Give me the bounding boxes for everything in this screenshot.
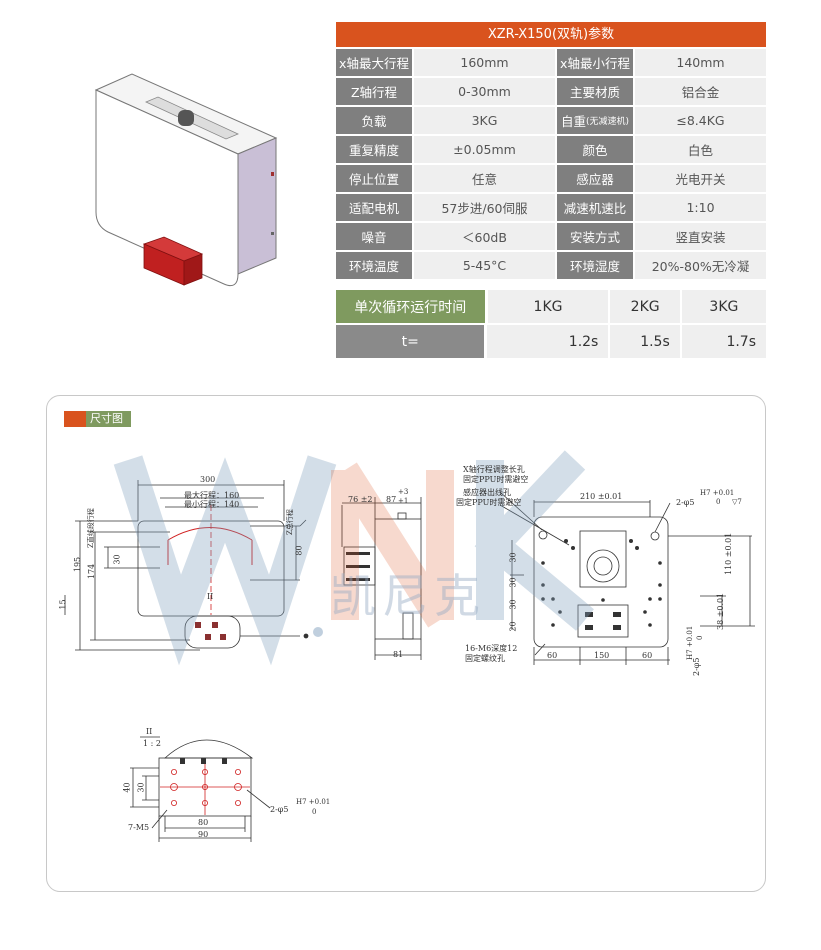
cycle-header-label: 单次循环运行时间 <box>336 290 485 323</box>
cycle-time: 1.2s <box>487 325 609 358</box>
watermark-letter-n <box>331 462 454 628</box>
param-key: 适配电机 <box>336 194 412 221</box>
param-value: ＜60dB <box>414 223 555 250</box>
product-image <box>94 73 278 287</box>
watermark-letter-w <box>113 455 337 666</box>
param-value: 5-45°C <box>414 252 555 279</box>
table-row: Z轴行程 0-30mm 主要材质 铝合金 <box>336 78 766 105</box>
param-value: 1:10 <box>635 194 766 221</box>
table-row: 适配电机 57步进/60伺服 减速机速比 1:10 <box>336 194 766 221</box>
param-key: 停止位置 <box>336 165 412 192</box>
param-value: 光电开关 <box>635 165 766 192</box>
parameter-table: XZR-X150(双轨)参数 x轴最大行程 160mm x轴最小行程 140mm… <box>336 22 766 281</box>
param-value: 3KG <box>414 107 555 134</box>
param-value: 20%-80%无冷凝 <box>635 252 766 279</box>
param-key: 安装方式 <box>557 223 633 250</box>
param-key: 重复精度 <box>336 136 412 163</box>
param-key: 噪音 <box>336 223 412 250</box>
param-value: ±0.05mm <box>414 136 555 163</box>
param-key: 减速机速比 <box>557 194 633 221</box>
table-row: 环境温度 5-45°C 环境湿度 20%-80%无冷凝 <box>336 252 766 279</box>
table-row: 噪音 ＜60dB 安装方式 竖直安装 <box>336 223 766 250</box>
param-key: 自重(无减速机) <box>557 107 633 134</box>
watermark-brand: 凯尼克 <box>330 569 486 623</box>
back-view-body <box>533 516 669 648</box>
param-key: 感应器 <box>557 165 633 192</box>
param-value: 160mm <box>414 49 555 76</box>
param-value: 任意 <box>414 165 555 192</box>
param-key-text: 自重 <box>560 114 586 129</box>
param-key: 环境湿度 <box>557 252 633 279</box>
param-value: 铝合金 <box>635 78 766 105</box>
param-key-note: (无减速机) <box>585 117 630 127</box>
section-tag: 尺寸图 <box>64 411 131 427</box>
param-key: x轴最小行程 <box>557 49 633 76</box>
table-row: 停止位置 任意 感应器 光电开关 <box>336 165 766 192</box>
tag-accent <box>64 411 86 427</box>
param-value: 竖直安装 <box>635 223 766 250</box>
param-key: 环境温度 <box>336 252 412 279</box>
watermark-letter-k <box>474 450 594 631</box>
table-row: x轴最大行程 160mm x轴最小行程 140mm <box>336 49 766 76</box>
parameter-table-title: XZR-X150(双轨)参数 <box>336 22 766 47</box>
table-row: 单次循环运行时间 1KG 2KG 3KG <box>336 290 766 323</box>
param-key: Z轴行程 <box>336 78 412 105</box>
param-key: 颜色 <box>557 136 633 163</box>
param-value: 0-30mm <box>414 78 555 105</box>
cycle-time: 1.5s <box>610 325 680 358</box>
load-header: 3KG <box>681 290 766 323</box>
dimension-drawing-panel <box>46 395 766 892</box>
cycle-time-table: 单次循环运行时间 1KG 2KG 3KG t= 1.2s 1.5s 1.7s <box>336 290 766 360</box>
param-value: ≤8.4KG <box>635 107 766 134</box>
load-header: 1KG <box>487 290 609 323</box>
table-row: 负载 3KG 自重(无减速机) ≤8.4KG <box>336 107 766 134</box>
cycle-row-label: t= <box>336 325 485 358</box>
param-key: x轴最大行程 <box>336 49 412 76</box>
load-header: 2KG <box>610 290 680 323</box>
param-value: 57步进/60伺服 <box>414 194 555 221</box>
table-row: 重复精度 ±0.05mm 颜色 白色 <box>336 136 766 163</box>
param-key: 负载 <box>336 107 412 134</box>
section-label: 尺寸图 <box>86 411 131 427</box>
table-row: t= 1.2s 1.5s 1.7s <box>336 325 766 358</box>
param-key: 主要材质 <box>557 78 633 105</box>
param-value: 白色 <box>635 136 766 163</box>
param-value: 140mm <box>635 49 766 76</box>
cycle-time: 1.7s <box>681 325 766 358</box>
